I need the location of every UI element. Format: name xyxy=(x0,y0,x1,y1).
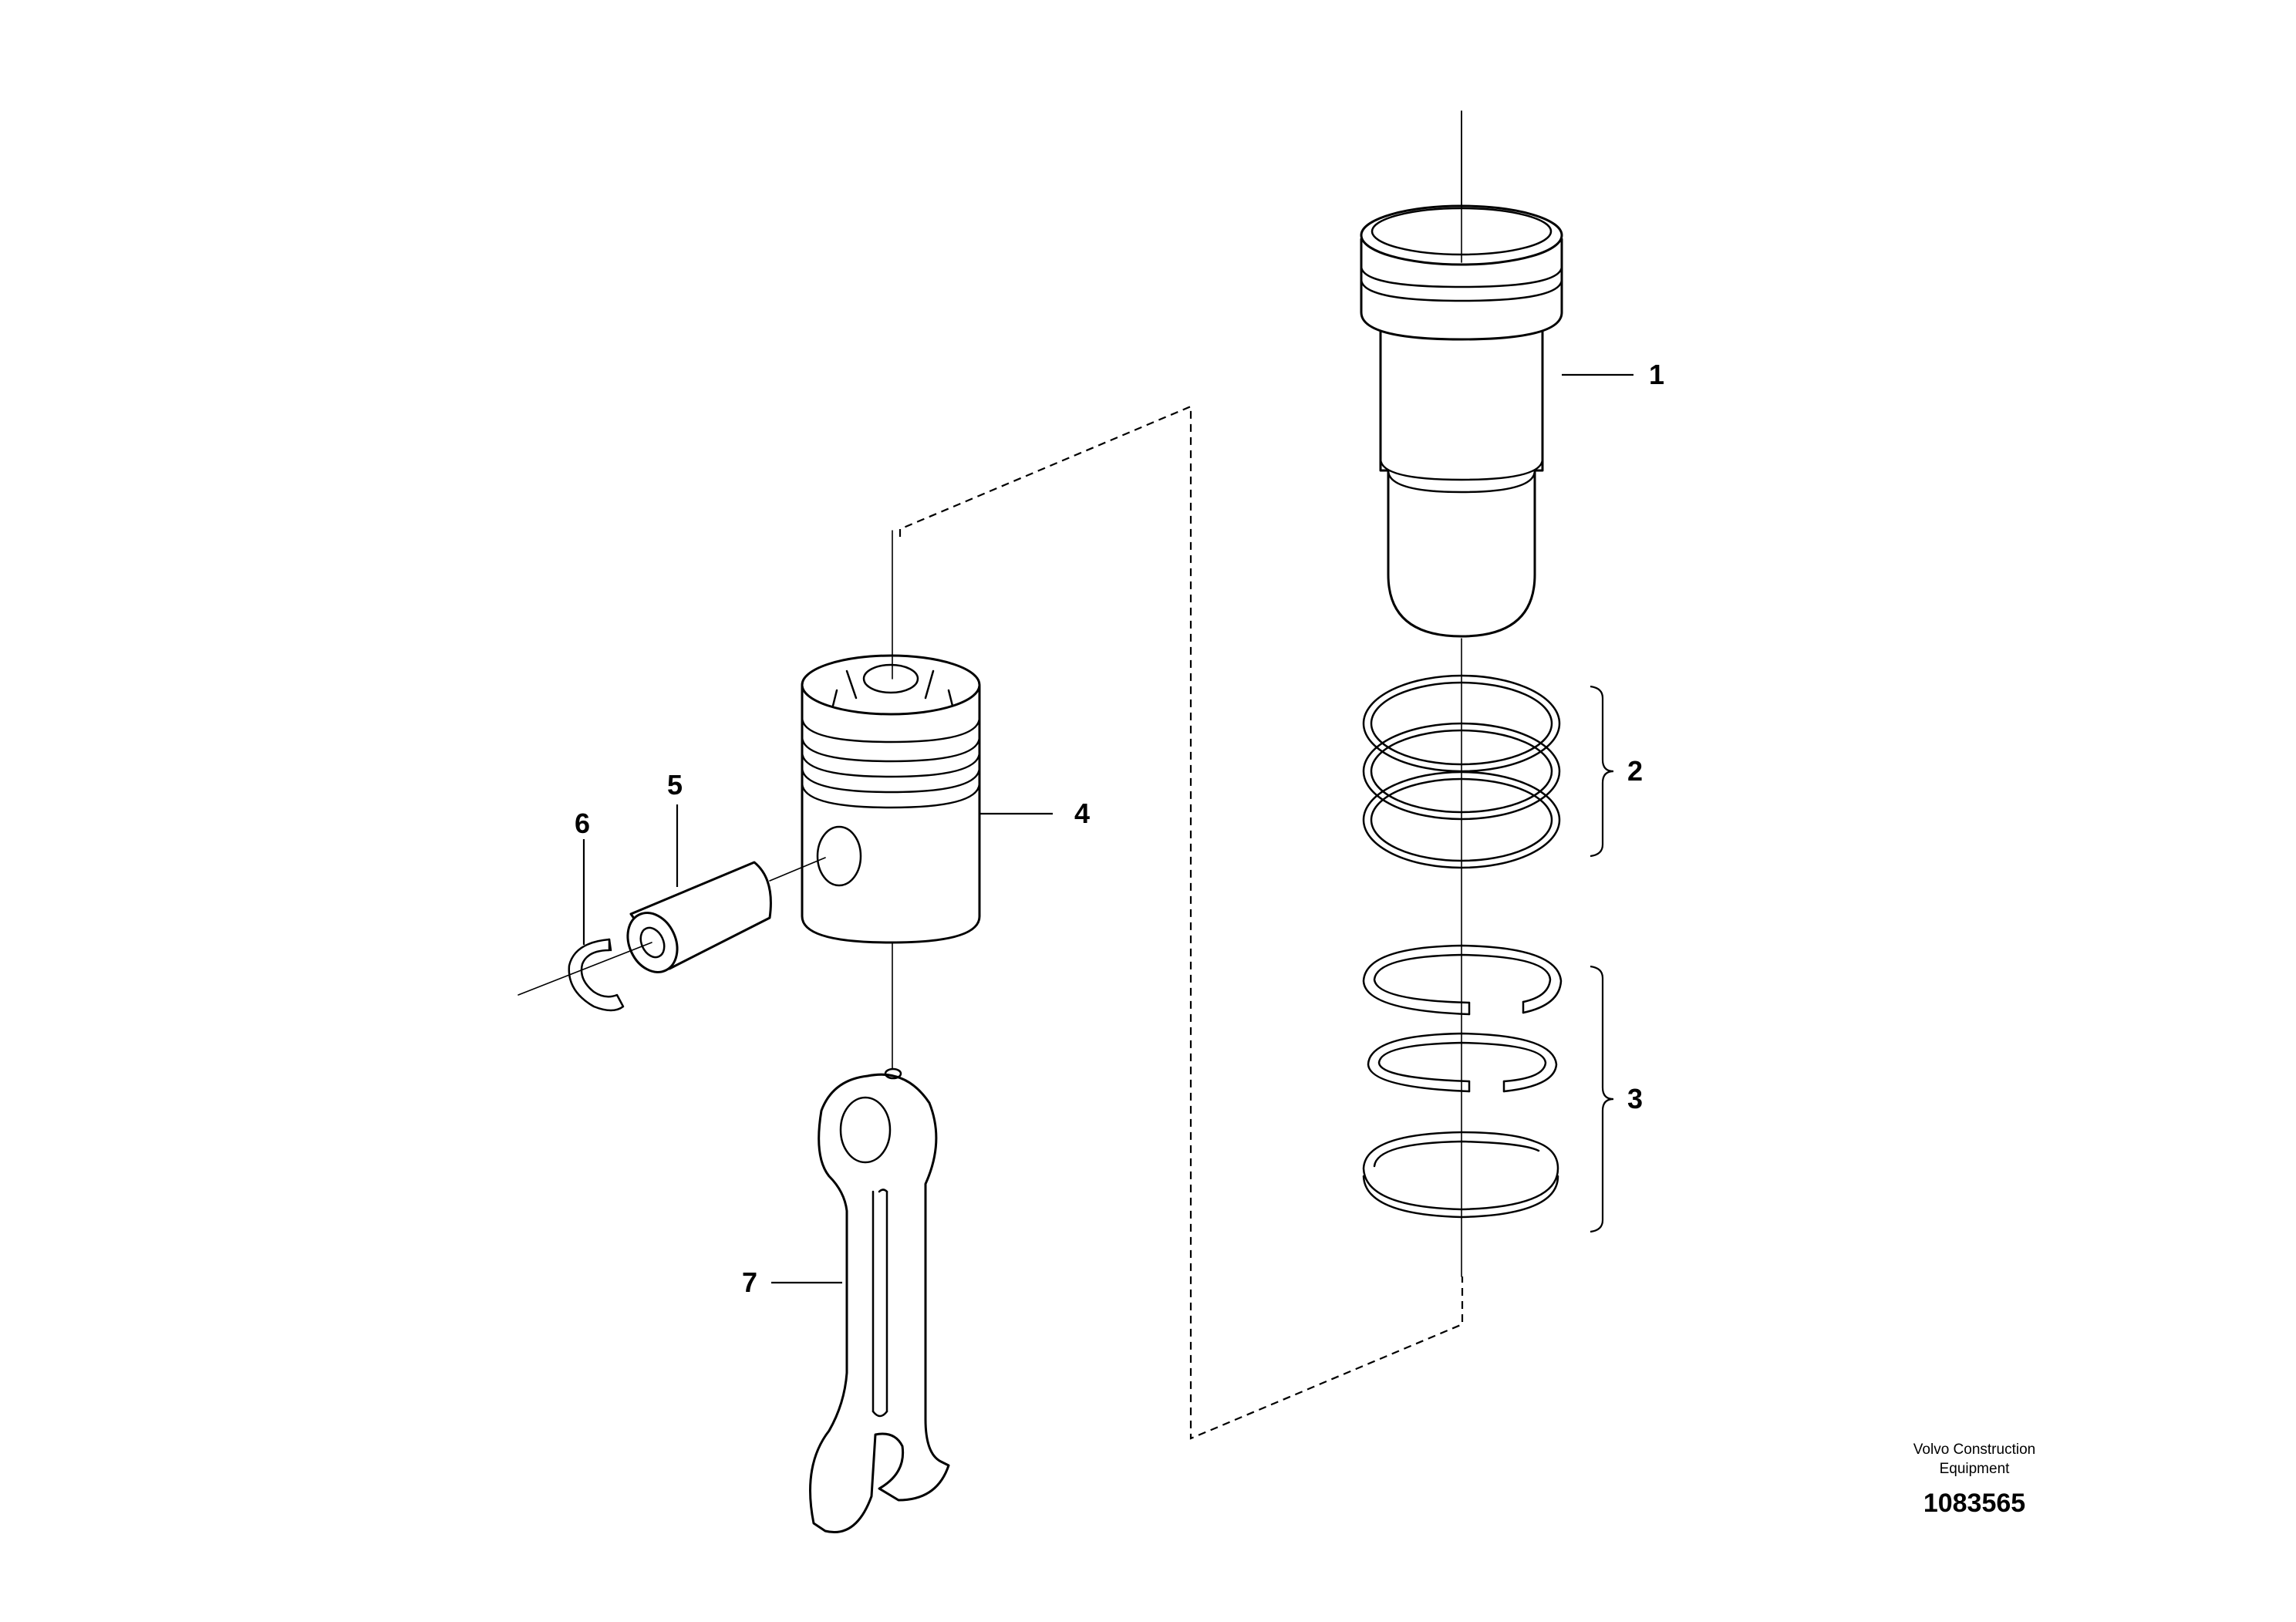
document-number: 1083565 xyxy=(1923,1489,2025,1518)
part-label-1: 1 xyxy=(1649,359,1664,390)
credit-line-2: Equipment xyxy=(1940,1461,2011,1477)
part-label-4: 4 xyxy=(1074,798,1090,829)
part-label-3: 3 xyxy=(1627,1083,1643,1114)
part-label-2: 2 xyxy=(1627,755,1643,787)
piston-ring-set[interactable] xyxy=(1362,944,1563,1219)
assembly-dashed-frame xyxy=(899,405,1464,1440)
part-label-6: 6 xyxy=(575,808,590,839)
part-label-7: 7 xyxy=(742,1266,757,1298)
ring-set-upper[interactable] xyxy=(1362,674,1561,869)
credit-line-1: Volvo Construction xyxy=(1913,1442,2035,1458)
circlip[interactable] xyxy=(568,938,625,1012)
part-label-5: 5 xyxy=(667,769,683,801)
piston-pin[interactable] xyxy=(518,857,826,996)
cylinder-liner[interactable] xyxy=(1360,110,1563,638)
leader-lines xyxy=(582,373,1633,1284)
connecting-rod[interactable] xyxy=(809,1067,950,1533)
piston[interactable] xyxy=(801,530,981,1069)
